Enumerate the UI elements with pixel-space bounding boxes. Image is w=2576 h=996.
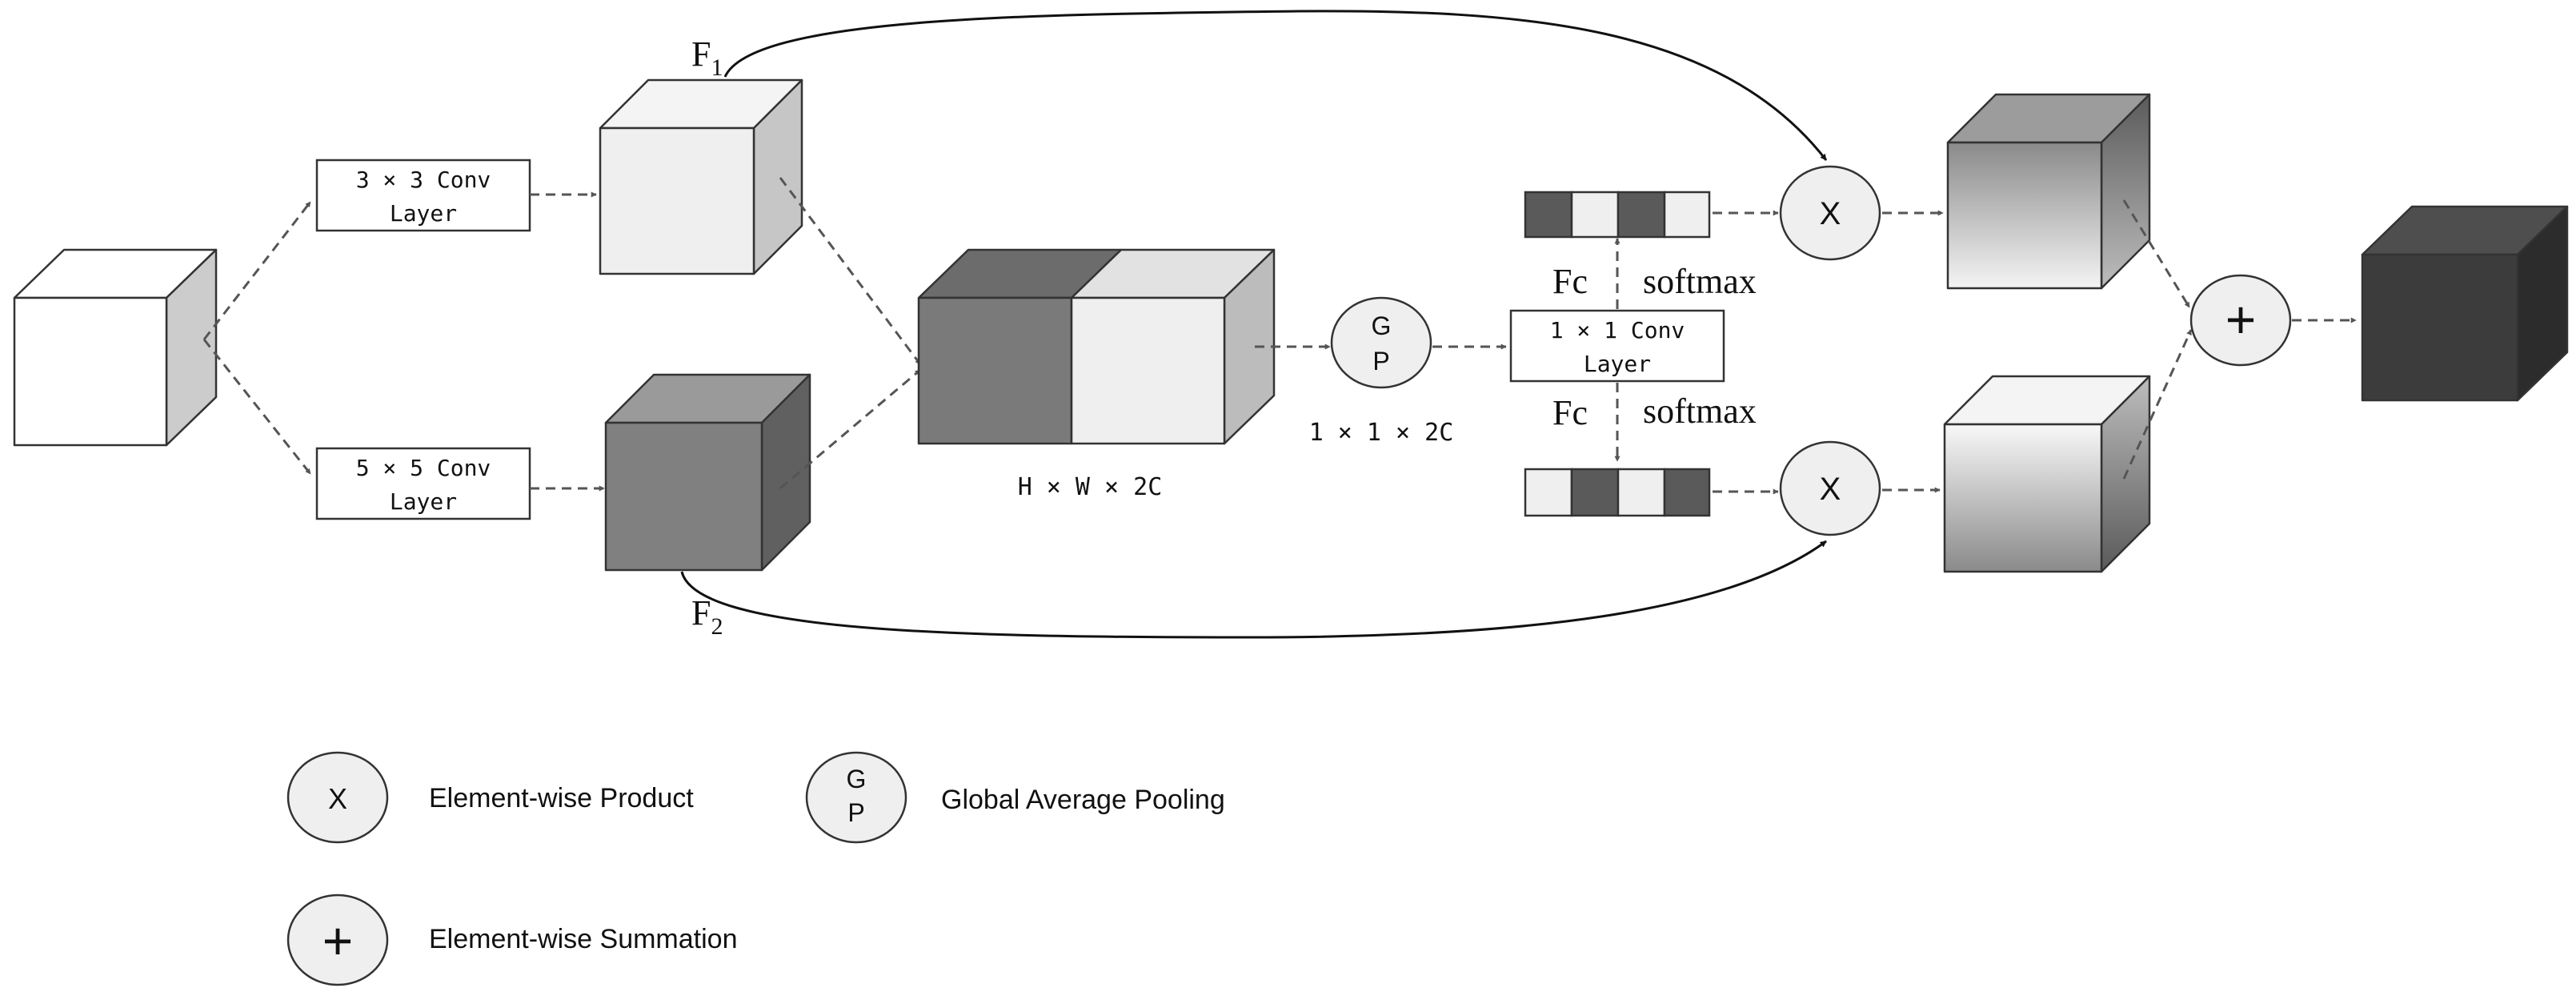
conv5-label-line2: Layer [390,488,457,515]
bottom-attention-vector [1524,468,1711,517]
top-product-symbol: X [1820,196,1841,231]
legend-gp-icon [805,751,907,844]
gp-node-bottom: P [1372,347,1389,376]
concat-dims-label: H × W × 2C [1018,473,1163,501]
top-attention-vector [1524,191,1711,239]
f2-feature-cube [604,373,811,572]
arrow-input-to-conv5 [202,339,312,475]
conv1-layer-box: 1 × 1 Conv Layer [1509,309,1725,383]
f1-label: F1 [691,34,723,81]
legend-gp-bottom: P [847,798,864,827]
input-cube [13,248,218,447]
softmax-top-label: softmax [1643,262,1757,301]
bottom-product-node: X [1779,440,1881,536]
legend-product-label: Element-wise Product [429,783,694,813]
arrow-f1-to-concat [779,177,922,365]
conv3-layer-box: 3 × 3 Conv Layer [315,159,531,232]
conv5-label-line1: 5 × 5 Conv [356,455,491,481]
legend-sum-icon [286,894,389,986]
f2-skip-connection [680,540,1827,639]
sum-node: + [2189,274,2292,367]
conv1-label-line1: 1 × 1 Conv [1550,317,1685,343]
legend-gp: G P Global Average Pooling [805,751,1225,844]
top-product-node: X [1779,165,1881,261]
fc-top-label: Fc [1552,262,1588,301]
f1-feature-cube [599,78,803,275]
f2-label: F2 [691,593,723,640]
conv1-label-line2: Layer [1584,351,1651,377]
bottom-weighted-cube [1943,375,2151,573]
fc-bottom-label: Fc [1552,393,1588,432]
softmax-bottom-label: softmax [1643,392,1757,431]
legend-sum: + Element-wise Summation [286,894,737,986]
arrow-bottom-cube-to-sum [2122,329,2193,480]
legend-gp-top: G [847,765,867,793]
arrow-f2-to-concat [779,368,921,490]
top-weighted-cube [1946,93,2151,290]
legend-gp-label: Global Average Pooling [941,785,1225,815]
legend-sum-symbol: + [323,911,354,970]
legend-sum-label: Element-wise Summation [429,924,737,954]
gp-node-top: G [1372,311,1392,340]
arrow-top-cube-to-sum [2122,199,2191,308]
sum-symbol: + [2225,290,2257,349]
conv3-label-line1: 3 × 3 Conv [356,167,491,193]
gap-dims-label: 1 × 1 × 2C [1309,419,1454,447]
f1-skip-connection [723,10,1828,161]
concat-feature-block [917,248,1276,445]
legend-product-icon [286,751,389,844]
output-cube [2361,205,2569,402]
arrow-input-to-conv3 [202,201,312,340]
conv3-label-line2: Layer [390,200,457,227]
conv5-layer-box: 5 × 5 Conv Layer [315,447,531,520]
bottom-product-symbol: X [1820,472,1841,507]
legend-product: X Element-wise Product [286,751,694,844]
legend: X Element-wise Product G P Global Averag… [286,751,1225,986]
legend-product-symbol: X [328,782,347,815]
gp-node: G P [1330,296,1432,389]
